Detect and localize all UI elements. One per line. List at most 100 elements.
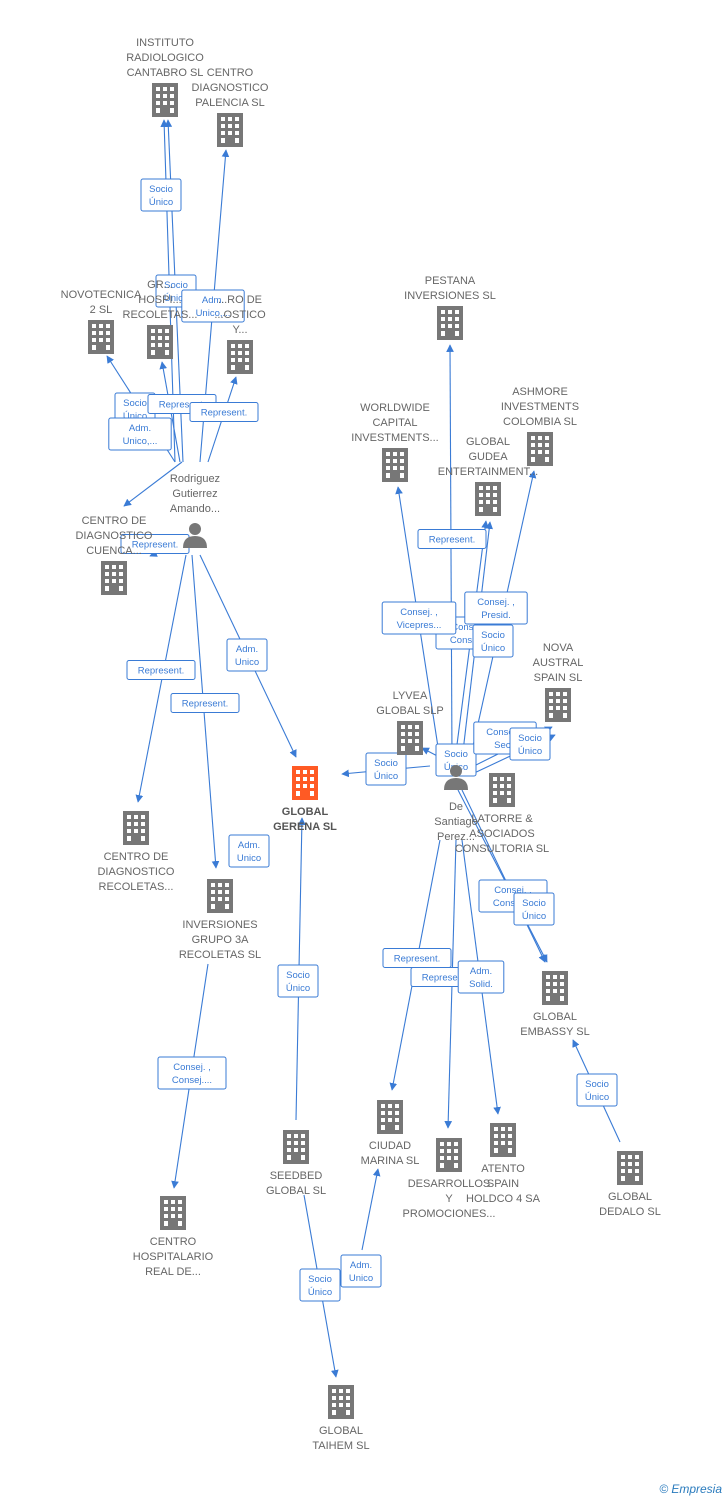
node-global_gudea[interactable]: GLOBALGUDEAENTERTAINMENT...: [438, 436, 538, 516]
edge-label-box[interactable]: [181, 289, 245, 323]
edge-label-13[interactable]: Adm.Unico: [340, 1254, 382, 1288]
edge-label-6[interactable]: Adm.Unico,...: [108, 417, 172, 451]
edge-label-box[interactable]: [576, 1073, 618, 1107]
edge-label-text: Unico: [237, 853, 261, 864]
edge-label-29[interactable]: Adm.Solid.: [457, 960, 505, 994]
node-worldwide[interactable]: WORLDWIDECAPITALINVESTMENTS...: [351, 402, 439, 482]
node-de_santiago[interactable]: DeSantiagoPerez...: [434, 765, 478, 843]
building-icon[interactable]: [475, 482, 501, 516]
building-icon[interactable]: [88, 320, 114, 354]
edge-label-box[interactable]: [457, 960, 505, 994]
building-icon[interactable]: [101, 561, 127, 595]
node-label-instituto: RADIOLOGICO: [126, 52, 204, 64]
edge-label-box[interactable]: [189, 402, 259, 422]
edge-de_santiago-to-global_embassy: [461, 789, 546, 963]
edge-rodriguez-to-centro_cuenca: [123, 461, 183, 507]
edge-label-box[interactable]: [509, 727, 551, 761]
building-icon[interactable]: [490, 1123, 516, 1157]
building-icon[interactable]: [545, 688, 571, 722]
edge-label-18[interactable]: Consej. ,Vicepres...: [381, 601, 457, 635]
edge-label-5[interactable]: Represent.: [189, 402, 259, 422]
node-rodriguez[interactable]: RodriguezGutierrezAmando...: [170, 473, 220, 548]
building-icon[interactable]: [328, 1385, 354, 1419]
building-icon[interactable]: [436, 1138, 462, 1172]
edge-label-box[interactable]: [464, 591, 528, 625]
building-icon[interactable]: [437, 306, 463, 340]
edge-label-9[interactable]: Represent.: [126, 660, 196, 680]
building-icon[interactable]: [227, 340, 253, 374]
node-centro_y[interactable]: ...RO DE...OSTICOY...: [214, 294, 266, 374]
edge-label-10[interactable]: Represent.: [170, 693, 240, 713]
node-centro_cuenca[interactable]: CENTRO DEDIAGNOSTICOCUENCA...: [75, 515, 153, 595]
edge-label-box[interactable]: [170, 693, 240, 713]
building-icon[interactable]: [160, 1196, 186, 1230]
edge-label-2[interactable]: Adm.Unico,...: [181, 289, 245, 323]
edge-label-box[interactable]: [228, 834, 270, 868]
edge-label-16[interactable]: Adm.Unico: [228, 834, 270, 868]
building-icon[interactable]: [283, 1130, 309, 1164]
edge-label-20[interactable]: Consej. ,Presid.: [464, 591, 528, 625]
edge-label-8[interactable]: Adm.Unico: [226, 638, 268, 672]
edge-label-box[interactable]: [140, 178, 182, 212]
building-icon[interactable]: [542, 971, 568, 1005]
building-icon[interactable]: [207, 879, 233, 913]
node-grupo_hosp[interactable]: GR...HOSPI...RECOLETAS...: [123, 279, 198, 359]
building-icon[interactable]: [617, 1151, 643, 1185]
edge-label-box[interactable]: [513, 892, 555, 926]
edge-label-box[interactable]: [417, 529, 487, 549]
building-icon[interactable]: [382, 448, 408, 482]
edge-label-box[interactable]: [126, 660, 196, 680]
building-icon[interactable]: [152, 83, 178, 117]
edge-label-box[interactable]: [381, 601, 457, 635]
node-centro_recoletas[interactable]: CENTRO DEDIAGNOSTICORECOLETAS...: [97, 811, 175, 893]
building-icon[interactable]: [147, 325, 173, 359]
edge-label-box[interactable]: [299, 1268, 341, 1302]
edge-label-box[interactable]: [108, 417, 172, 451]
building-icon[interactable]: [397, 721, 423, 755]
building-icon[interactable]: [123, 811, 149, 845]
edge-label-box[interactable]: [277, 964, 319, 998]
building-icon[interactable]: [217, 113, 243, 147]
node-label-atento: ATENTO: [481, 1163, 525, 1175]
edge-label-box[interactable]: [157, 1056, 227, 1090]
edge-label-19[interactable]: Represent.: [417, 529, 487, 549]
edge-label-27[interactable]: Represent.: [382, 948, 452, 968]
edge-label-11[interactable]: Consej. ,Consej....: [157, 1056, 227, 1090]
building-icon[interactable]: [377, 1100, 403, 1134]
building-icon[interactable]: [527, 432, 553, 466]
edge-label-box[interactable]: [365, 752, 407, 786]
building-icon[interactable]: [292, 766, 318, 800]
node-desarrollos[interactable]: DESARROLLOSYPROMOCIONES...: [403, 1138, 496, 1220]
edge-label-box[interactable]: [472, 624, 514, 658]
edge-label-box[interactable]: [340, 1254, 382, 1288]
brand-logo[interactable]: Empresia: [671, 1482, 722, 1496]
building-icon[interactable]: [489, 773, 515, 807]
edge-label-box[interactable]: [226, 638, 268, 672]
